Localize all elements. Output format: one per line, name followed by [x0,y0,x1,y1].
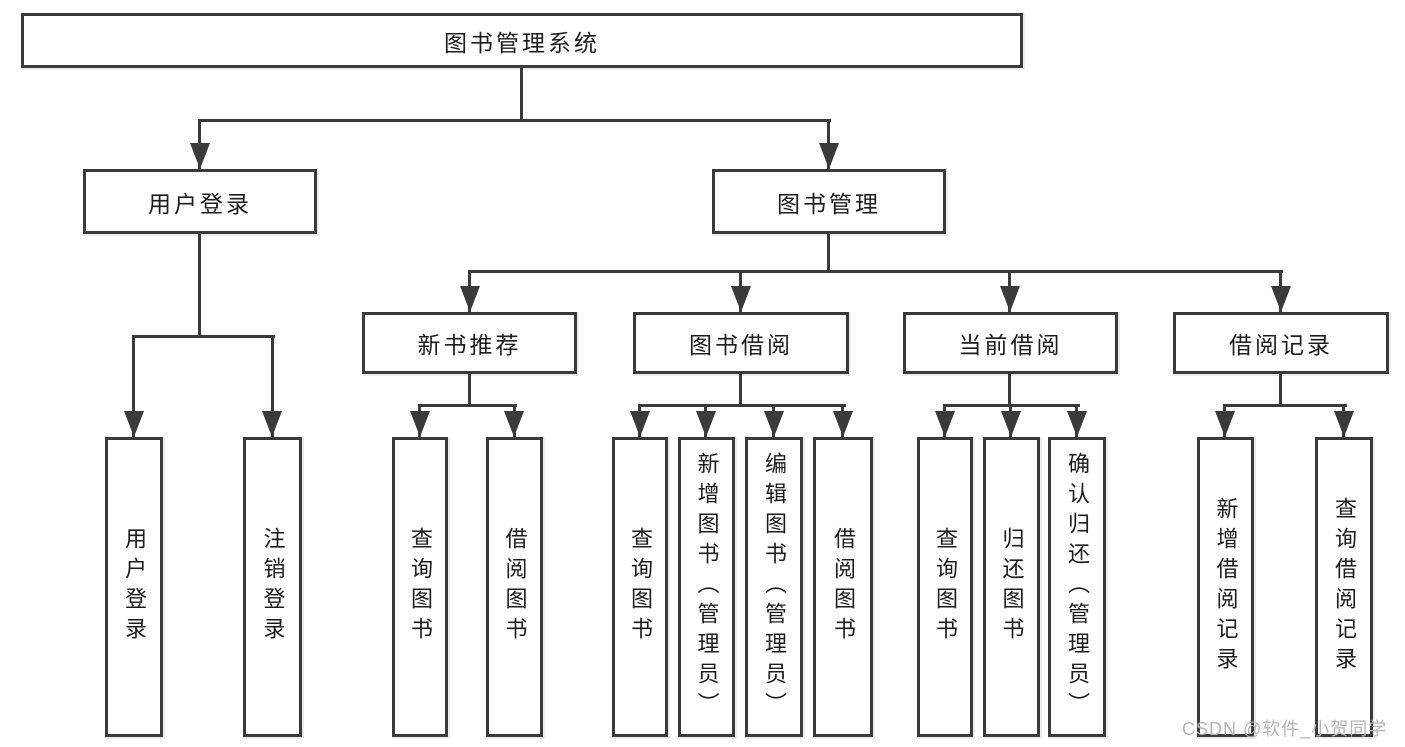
connector-current-borrow-stem [1008,374,1011,407]
connector-book-management-stem [827,234,830,273]
node-leaf-borrow-book-1: 借阅图书 [486,437,543,737]
node-leaf-confirm-return: 确认归还（管理员） [1048,437,1106,737]
node-leaf-return-book: 归还图书 [983,437,1040,737]
node-leaf-user-login: 用户登录 [105,437,163,737]
arrowhead-leaf-query-borrow-record [1334,411,1354,437]
arrowhead-leaf-add-borrow-record [1215,411,1235,437]
node-leaf-edit-book: 编辑图书（管理员） [745,437,803,737]
node-leaf-query-borrow-record: 查询借阅记录 [1315,437,1373,737]
node-leaf-query-book-3-label: 查询图书 [933,527,958,647]
node-user-login-label: 用户登录 [148,190,252,217]
connector-borrow-record-bus [1223,404,1347,407]
connector-user-login-bus [132,335,275,338]
arrowhead-leaf-query-book-3 [935,411,955,437]
node-leaf-query-borrow-record-label: 查询借阅记录 [1332,497,1357,677]
node-leaf-borrow-book-1-label: 借阅图书 [502,527,528,647]
arrowhead-user-login [190,143,210,169]
arrowhead-leaf-borrow-book-2 [833,411,853,437]
node-leaf-add-borrow-record-label: 新增借阅记录 [1213,497,1239,677]
connector-book-borrow-stem [739,374,742,407]
node-leaf-edit-book-label: 编辑图书（管理员） [762,452,787,722]
node-book-borrow: 图书借阅 [633,312,849,374]
arrowhead-leaf-edit-book [764,411,784,437]
node-root-label: 图书管理系统 [444,29,600,56]
node-new-book-recommend-label: 新书推荐 [417,332,522,358]
arrowhead-leaf-add-book [696,411,716,437]
node-leaf-logout-label: 注销登录 [260,527,286,647]
node-leaf-user-login-label: 用户登录 [122,527,147,647]
node-leaf-query-book-1: 查询图书 [392,437,448,737]
arrowhead-book-borrow [731,286,751,312]
node-current-borrow: 当前借阅 [903,312,1118,374]
node-leaf-query-book-3: 查询图书 [917,437,973,737]
node-borrow-record-label: 借阅记录 [1229,332,1333,358]
connector-new-book-recommend-stem [468,374,471,407]
node-leaf-add-book: 新增图书（管理员） [678,437,735,737]
connector-user-login-stem [198,234,201,338]
connector-borrow-record-stem [1279,374,1282,407]
csdn-watermark: CSDN @软件_小贺同学 [1182,719,1388,739]
arrowhead-current-borrow [1000,286,1020,312]
arrowhead-leaf-query-book-1 [410,411,430,437]
arrowhead-leaf-return-book [1001,411,1021,437]
connector-book-borrow-bus [638,404,846,407]
node-leaf-borrow-book-2-label: 借阅图书 [831,527,856,647]
node-leaf-add-borrow-record: 新增借阅记录 [1197,437,1254,737]
arrowhead-leaf-query-book-2 [630,411,650,437]
node-leaf-query-book-2: 查询图书 [612,437,668,737]
node-leaf-add-book-label: 新增图书（管理员） [694,452,720,722]
node-leaf-confirm-return-label: 确认归还（管理员） [1065,452,1090,722]
node-current-borrow-label: 当前借阅 [958,332,1063,358]
connector-level1-bus [198,119,831,122]
node-leaf-query-book-1-label: 查询图书 [408,527,433,647]
node-book-borrow-label: 图书借阅 [689,332,793,358]
node-new-book-recommend: 新书推荐 [362,312,577,374]
node-leaf-logout: 注销登录 [243,437,302,737]
node-book-management-label: 图书管理 [777,190,881,217]
connector-drop-leaf-logout [271,335,274,437]
arrowhead-leaf-confirm-return [1067,411,1087,437]
arrowhead-leaf-logout [262,411,282,437]
node-leaf-return-book-label: 归还图书 [999,527,1025,647]
arrowhead-borrow-record [1271,286,1291,312]
node-book-management: 图书管理 [712,169,946,234]
arrowhead-leaf-user-login [124,411,144,437]
connector-root-stem [520,68,523,122]
arrowhead-new-book-recommend [460,286,480,312]
connector-new-book-recommend-bus [418,404,517,407]
node-user-login: 用户登录 [83,169,317,234]
node-leaf-borrow-book-2: 借阅图书 [813,437,873,737]
arrowhead-leaf-borrow-book-1 [504,411,524,437]
arrowhead-book-management [819,143,839,169]
node-root: 图书管理系统 [21,13,1023,68]
connector-drop-leaf-user-login [132,335,135,437]
node-borrow-record: 借阅记录 [1173,312,1389,374]
connector-level3-bus [468,270,1283,273]
node-leaf-query-book-2-label: 查询图书 [628,527,653,647]
